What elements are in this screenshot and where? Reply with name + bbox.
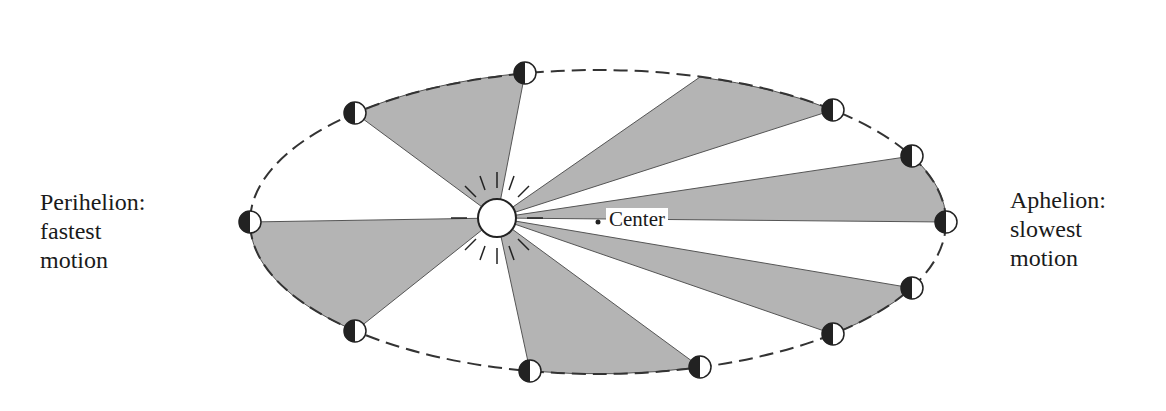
planet	[822, 323, 844, 345]
planet-shadow	[935, 211, 946, 233]
planet-shadow	[822, 99, 833, 121]
planet	[822, 99, 844, 121]
perihelion-label: Perihelion: fastest motion	[40, 188, 160, 274]
aphelion-label: Aphelion: slowest motion	[1010, 186, 1130, 272]
planet	[901, 145, 923, 167]
planet-shadow	[822, 323, 833, 345]
planet	[344, 320, 366, 342]
swept-areas	[250, 73, 946, 374]
planet	[935, 211, 957, 233]
sun-rays	[451, 172, 543, 264]
planet	[514, 62, 536, 84]
planet	[901, 277, 923, 299]
orbit-path	[250, 70, 946, 374]
planet-shadow	[901, 145, 912, 167]
center-dot	[596, 220, 601, 225]
planet	[519, 360, 541, 382]
planets	[239, 62, 957, 382]
planet	[689, 356, 711, 378]
planet-shadow	[689, 356, 700, 378]
planet-shadow	[344, 320, 355, 342]
center-label: Center	[606, 208, 668, 231]
planet-shadow	[901, 277, 912, 299]
planet	[239, 211, 261, 233]
planet-shadow	[514, 62, 525, 84]
planet	[344, 102, 366, 124]
planet-shadow	[344, 102, 355, 124]
planet-shadow	[519, 360, 530, 382]
planet-shadow	[239, 211, 250, 233]
sun	[478, 199, 516, 237]
